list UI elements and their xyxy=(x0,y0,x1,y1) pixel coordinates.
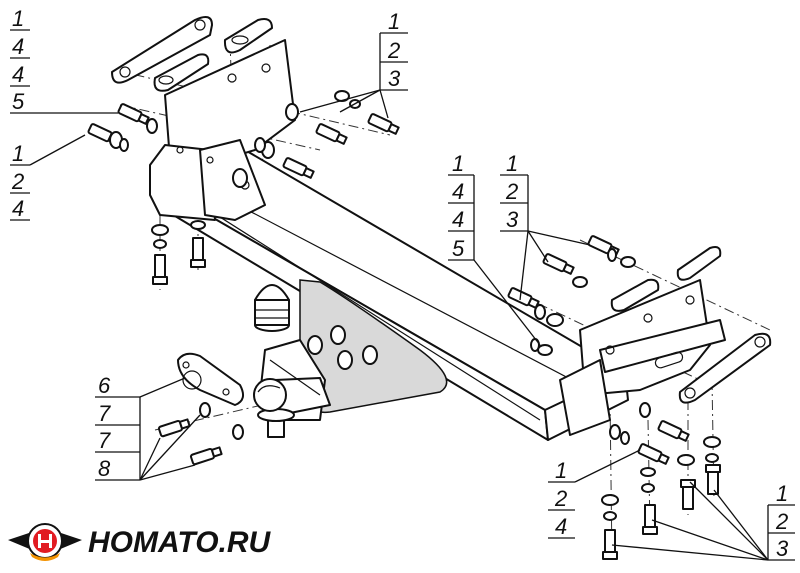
socket-bracket-plate xyxy=(177,352,245,406)
emblem-accent xyxy=(30,553,60,561)
callout-number: 1 xyxy=(12,6,24,31)
emblem-wing-right xyxy=(58,532,82,550)
callout-number: 2 xyxy=(554,486,567,511)
callout-group-bottom-right: 1 2 3 xyxy=(775,481,789,561)
callout-number: 6 xyxy=(98,373,111,398)
callout-number: 2 xyxy=(387,38,400,63)
callout-number: 4 xyxy=(12,62,24,87)
brand-logo: HOMATO.RU xyxy=(8,523,272,561)
callout-group-top-center: 1 2 3 xyxy=(387,9,401,91)
callout-number: 7 xyxy=(98,428,111,453)
callout-number: 1 xyxy=(12,141,24,166)
callout-number: 7 xyxy=(98,401,111,426)
callout-number: 5 xyxy=(452,236,465,261)
right-mounting-bracket xyxy=(559,279,726,436)
callout-number: 4 xyxy=(555,514,567,539)
tow-ball-cover xyxy=(254,284,290,332)
callout-number: 2 xyxy=(505,179,518,204)
leader-lines xyxy=(10,29,795,561)
callout-number: 1 xyxy=(555,458,567,483)
callout-number: 1 xyxy=(452,151,464,176)
tow-ball xyxy=(253,378,295,438)
brand-emblem-icon xyxy=(8,523,82,561)
callout-number: 4 xyxy=(452,207,464,232)
washers-and-nuts xyxy=(109,90,721,521)
callout-number: 1 xyxy=(506,151,518,176)
callout-number: 3 xyxy=(776,536,789,561)
callout-group-top-left-upper: 1 4 4 5 xyxy=(12,6,25,114)
callout-group-bottom-center: 1 2 4 xyxy=(554,458,567,539)
callout-number: 2 xyxy=(11,169,24,194)
brand-name: HOMATO.RU xyxy=(88,526,272,559)
callout-group-bottom-left: 6 7 7 8 xyxy=(98,373,111,481)
top-left-strap-plates xyxy=(111,15,273,92)
callout-number: 3 xyxy=(388,66,401,91)
callout-group-middle-right-left: 1 4 4 5 xyxy=(452,151,465,261)
callout-number: 4 xyxy=(12,196,24,221)
callout-number: 1 xyxy=(388,9,400,34)
callout-number: 4 xyxy=(12,34,24,59)
right-strap-plates xyxy=(610,246,772,404)
callout-number: 5 xyxy=(12,89,25,114)
callout-number: 1 xyxy=(776,481,788,506)
callout-number: 2 xyxy=(775,509,788,534)
callout-number: 3 xyxy=(506,207,519,232)
emblem-wing-left xyxy=(8,532,32,550)
callout-number: 4 xyxy=(452,179,464,204)
callout-group-middle-right-right: 1 2 3 xyxy=(505,151,519,232)
callout-number: 8 xyxy=(98,456,111,481)
left-mounting-bracket xyxy=(149,39,296,221)
callout-group-top-left-lower: 1 2 4 xyxy=(11,141,24,221)
